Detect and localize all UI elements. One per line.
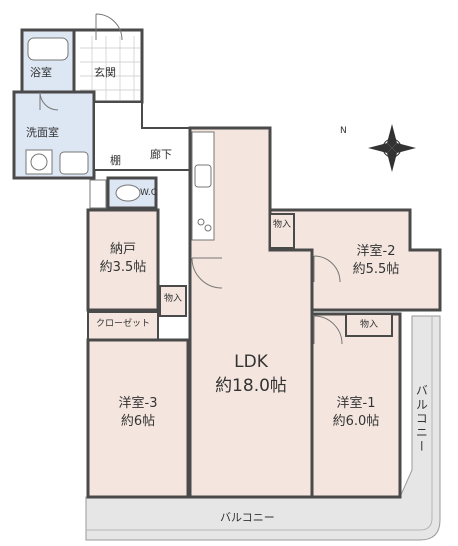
label-ldk-name: LDK — [234, 352, 268, 372]
western-room-1-area — [310, 312, 402, 499]
hallway-area — [93, 101, 191, 171]
entrance-tile-grid — [80, 36, 140, 100]
closet-area — [87, 311, 159, 341]
shoe-cabinet-icon — [89, 179, 107, 209]
western-room-3-area — [86, 338, 190, 499]
label-balcony-bottom: バルコニー — [220, 511, 275, 524]
door-swing-western2 — [313, 255, 341, 283]
label-western1-name: 洋室-1 — [336, 396, 376, 411]
label-storage-size: 約3.5帖 — [99, 260, 147, 275]
western-room-2-area — [268, 208, 442, 312]
label-washroom: 洗面室 — [26, 126, 59, 139]
stove-burner-icon-2 — [204, 224, 212, 232]
door-swing-washroom — [39, 91, 59, 111]
label-bath: 浴室 — [30, 66, 52, 79]
label-western1-size: 約6.0帖 — [332, 414, 380, 429]
label-storage-name: 納戸 — [109, 242, 136, 257]
entrance-door-swing — [95, 13, 123, 41]
closet-western2-area — [269, 213, 295, 249]
compass-rose-icon — [368, 124, 416, 172]
label-western2-name: 洋室-2 — [356, 244, 396, 259]
label-closet: クローゼット — [95, 319, 150, 329]
label-western2-size: 約5.5帖 — [352, 262, 400, 277]
label-closet-ldk: 物入 — [163, 294, 182, 304]
label-balcony-right: バルコニー — [414, 384, 429, 454]
stove-burner-icon — [197, 218, 205, 226]
label-entrance: 玄関 — [94, 66, 116, 79]
toilet-icon — [115, 184, 141, 202]
label-western3-name: 洋室-3 — [118, 396, 158, 411]
balcony-bottom-area — [85, 315, 441, 541]
kitchen-sink-icon — [194, 164, 212, 188]
label-hallway: 廊下 — [150, 148, 172, 161]
kitchen-counter-icon — [191, 131, 215, 241]
closet-western1-area — [345, 313, 393, 337]
label-closet-western1: 物入 — [359, 320, 378, 330]
storage-room-area — [86, 208, 160, 312]
label-wc: W.C — [140, 188, 158, 198]
balcony-rail — [86, 316, 433, 531]
label-western3-size: 約6帖 — [120, 414, 156, 429]
door-swing-western1 — [313, 315, 343, 345]
label-compass-n: N — [340, 126, 347, 136]
sink-icon — [59, 151, 89, 175]
label-closet-western2: 物入 — [272, 220, 291, 230]
closet-ldk-area — [159, 285, 187, 317]
label-shelf: 棚 — [110, 154, 121, 167]
label-ldk-size: 約18.0帖 — [215, 376, 287, 396]
door-swing-ldk — [191, 257, 223, 289]
washing-drum-icon — [30, 153, 48, 171]
bathtub-icon — [27, 37, 69, 61]
